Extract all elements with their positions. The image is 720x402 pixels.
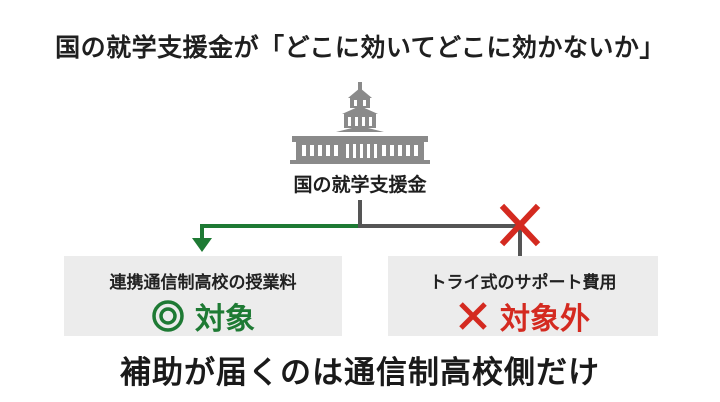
cross-icon	[459, 302, 487, 330]
diet-building-icon	[290, 82, 430, 164]
eligible-status: 対象	[195, 302, 255, 337]
green-arrowhead	[192, 238, 212, 252]
block-x-icon	[499, 203, 541, 247]
center-label: 国の就学支援金	[293, 174, 427, 196]
eligible-box: 連携通信制高校の授業料 対象	[64, 256, 342, 338]
double-circle-icon	[152, 300, 184, 332]
diagram-title: 国の就学支援金が「どこに効いてどこに効かないか」	[55, 33, 665, 62]
ineligible-label: トライ式のサポート費用	[429, 273, 617, 293]
ineligible-status-row: 対象外	[388, 294, 658, 338]
eligible-status-row: 対象	[64, 294, 342, 338]
ineligible-box: トライ式のサポート費用 対象外	[388, 256, 658, 338]
footer-caption: 補助が届くのは通信制高校側だけ	[120, 355, 600, 391]
ineligible-status: 対象外	[500, 302, 590, 337]
eligible-label: 連携通信制高校の授業料	[109, 273, 297, 293]
